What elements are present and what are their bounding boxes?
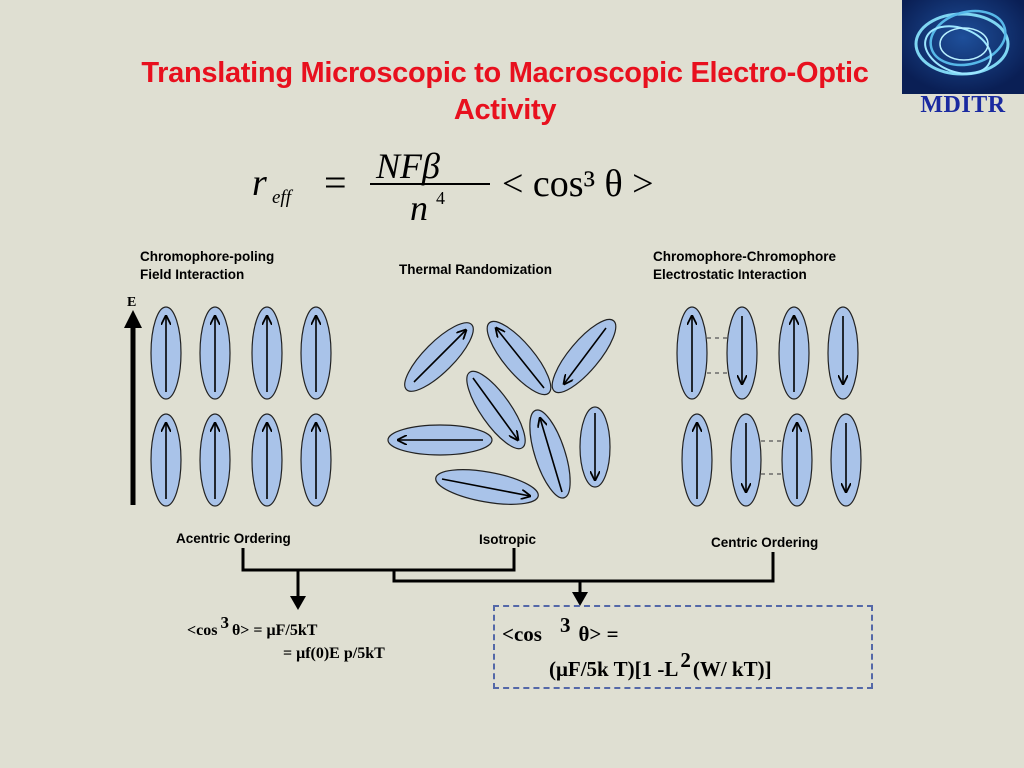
- left-heading: Chromophore-poling Field Interaction: [140, 249, 275, 282]
- centric-equation-box: [493, 605, 873, 689]
- rings-logo-icon: [902, 0, 1024, 94]
- formula-numerator: NFβ: [375, 146, 440, 186]
- centric-chromophores: [676, 306, 862, 507]
- acentric-caption: Acentric Ordering: [176, 531, 291, 546]
- formula-lhs-sub: eff: [272, 187, 294, 208]
- right-heading: Chromophore-Chromophore Electrostatic In…: [653, 249, 836, 282]
- formula-den-exp: 4: [436, 188, 445, 208]
- formula-rhs: < cos³ θ >: [502, 163, 654, 205]
- isotropic-caption: Isotropic: [479, 532, 537, 547]
- svg-text:=: =: [324, 160, 347, 205]
- logo-text: MDITR: [920, 92, 1006, 118]
- field-label: E: [127, 295, 136, 310]
- centric-equation-line2: (μF/5k T)[1 -L2(W/ kT)]: [549, 648, 772, 681]
- r-eff-formula: r eff = NFβ n 4 < cos³ θ >: [252, 146, 654, 228]
- acentric-chromophores: [150, 306, 332, 507]
- middle-heading: Thermal Randomization: [399, 262, 553, 277]
- slide-title: Translating Microscopic to Macroscopic E…: [141, 57, 869, 126]
- centric-caption: Centric Ordering: [711, 535, 819, 550]
- formula-denominator: n: [410, 188, 428, 228]
- formula-lhs: r: [252, 162, 267, 204]
- acentric-equation-line2: = μf(0)E p/5kT: [283, 645, 385, 662]
